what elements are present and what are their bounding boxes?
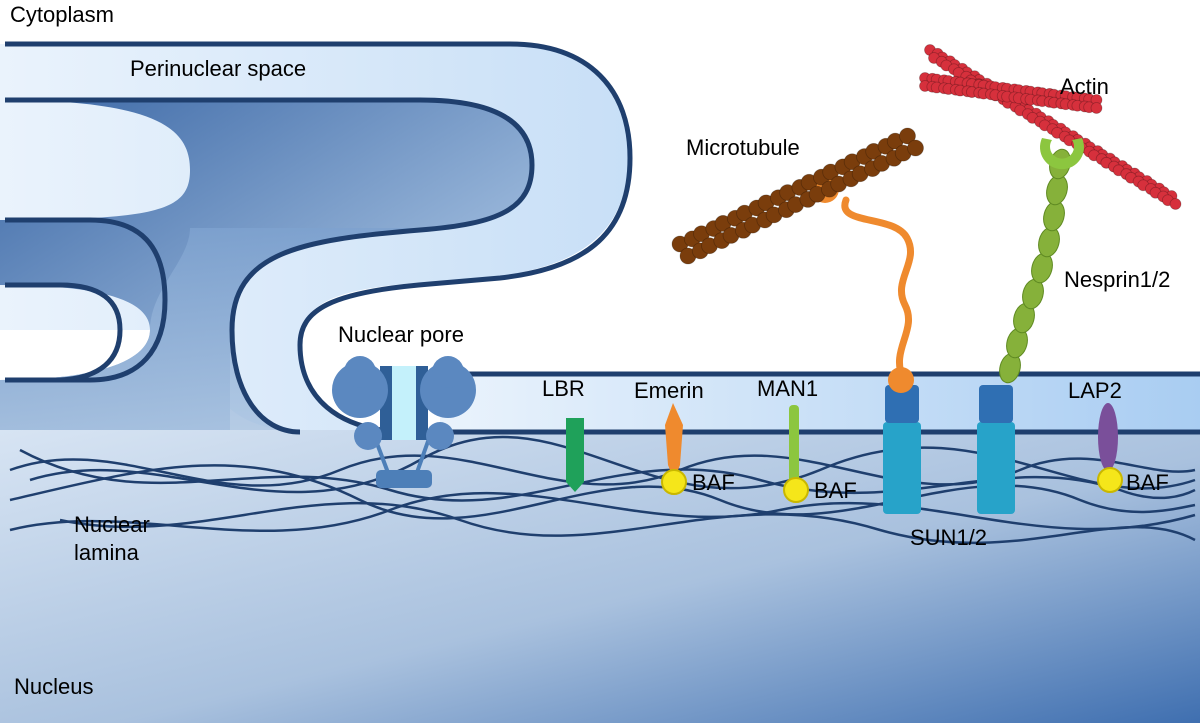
sun-protein-right (977, 385, 1015, 514)
label-lbr: LBR (542, 376, 585, 401)
label-nucleus: Nucleus (14, 674, 93, 699)
nesprin-klash-head (888, 367, 914, 393)
label-nuclear-pore: Nuclear pore (338, 322, 464, 347)
label-nesprin: Nesprin1/2 (1064, 267, 1170, 292)
emerin-protein (665, 403, 683, 480)
actin-subunit (1090, 102, 1103, 114)
sun-protein-left (883, 385, 921, 514)
label-baf-lap2: BAF (1126, 470, 1169, 495)
lap2-protein (1098, 403, 1118, 471)
microtubule-subunit (899, 127, 916, 145)
nuclear-membranes (5, 41, 1200, 435)
lap2-baf (1097, 467, 1123, 493)
label-sun: SUN1/2 (910, 525, 987, 550)
label-cytoplasm: Cytoplasm (10, 2, 114, 27)
nesprin-actin-binding-cup (1040, 138, 1084, 170)
label-lap2: LAP2 (1068, 378, 1122, 403)
emerin-baf (661, 469, 687, 495)
nucleus-region (0, 430, 1200, 723)
nuclear-body-fold (0, 100, 530, 430)
label-nuclear-lamina-line2: lamina (74, 540, 140, 565)
lbr-protein (566, 418, 584, 492)
label-nuclear-lamina-line1: Nuclear (74, 512, 150, 537)
label-perinuclear-space: Perinuclear space (130, 56, 306, 81)
label-baf-man1: BAF (814, 478, 857, 503)
actin-subunit (1169, 198, 1182, 210)
label-actin: Actin (1060, 74, 1109, 99)
man1-protein (789, 405, 799, 487)
man1-baf (783, 477, 809, 503)
label-baf-emerin: BAF (692, 470, 735, 495)
nesprin-microtubule-linker (841, 196, 915, 382)
label-microtubule: Microtubule (686, 135, 800, 160)
nuclear-pore-complex (332, 356, 476, 488)
nesprin-chain (999, 148, 1071, 384)
label-emerin: Emerin (634, 378, 704, 403)
microtubule (671, 127, 924, 265)
label-man1: MAN1 (757, 376, 818, 401)
actin-filament (919, 44, 1182, 210)
microtubule-subunit (907, 139, 924, 157)
